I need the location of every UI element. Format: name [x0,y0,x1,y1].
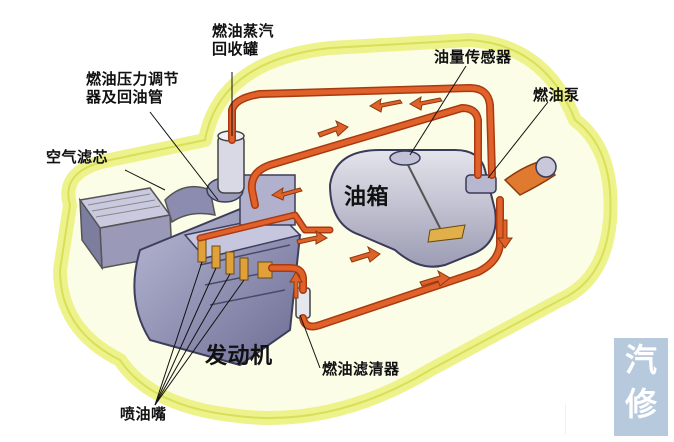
watermark-line-2: 修 [624,385,657,423]
label-air-filter: 空气滤芯 [46,148,109,166]
label-pressure-regulator: 燃油压力调节 器及回油管 [86,70,180,106]
fuel-tank [328,149,497,268]
flow-arrows [270,95,513,299]
car-outline-inner [58,38,612,419]
watermark-stripes [565,404,612,434]
label-vapor-canister: 燃油蒸汽 回收罐 [212,22,275,58]
label-injector: 喷油嘴 [120,405,167,423]
watermark-logo: 汽 修 [614,338,668,436]
label-fuel-pump: 燃油泵 [533,86,580,104]
label-fuel-filter: 燃油滤清器 [322,360,400,378]
fuel-pump [465,156,557,196]
label-fuel-level-sensor: 油量传感器 [434,48,512,66]
air-filter [78,185,216,271]
leader-lines [124,65,549,406]
label-engine: 发动机 [205,344,273,369]
watermark-line-1: 汽 [624,341,657,379]
fuel-lines [196,84,504,331]
label-fuel-tank: 油箱 [344,185,390,210]
